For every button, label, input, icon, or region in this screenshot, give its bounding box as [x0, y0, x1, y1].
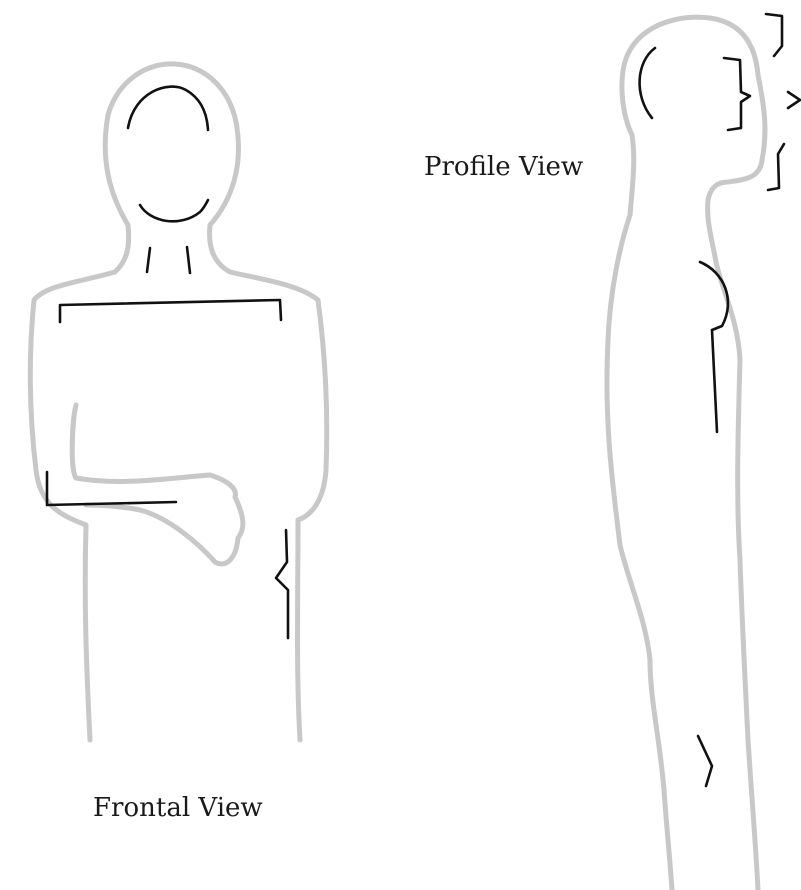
profile-body-outline: [607, 17, 765, 890]
profile-figure: [607, 14, 800, 890]
profile-head-back-arc: [640, 48, 655, 118]
frontal-arm-outline: [72, 405, 243, 564]
frontal-neck-left: [147, 248, 150, 272]
frontal-head-top-arc: [128, 87, 208, 130]
profile-head-brace-bottom: [768, 144, 784, 190]
frontal-waist-bracket: [276, 530, 288, 638]
profile-view-label: Profile View: [424, 152, 583, 182]
frontal-neck-right: [187, 247, 190, 273]
frontal-body-outline: [30, 64, 326, 740]
profile-face-bracket: [724, 58, 750, 130]
frontal-chin-arc: [140, 200, 208, 221]
profile-back-line: [712, 330, 717, 432]
frontal-view-label: Frontal View: [93, 793, 263, 823]
frontal-shoulder-line: [60, 300, 281, 322]
profile-head-brace-top: [766, 14, 782, 56]
profile-knee-mark: [698, 736, 712, 786]
frontal-figure: [30, 64, 326, 740]
profile-head-caret: [788, 92, 800, 108]
frontal-forearm-line: [47, 472, 176, 505]
